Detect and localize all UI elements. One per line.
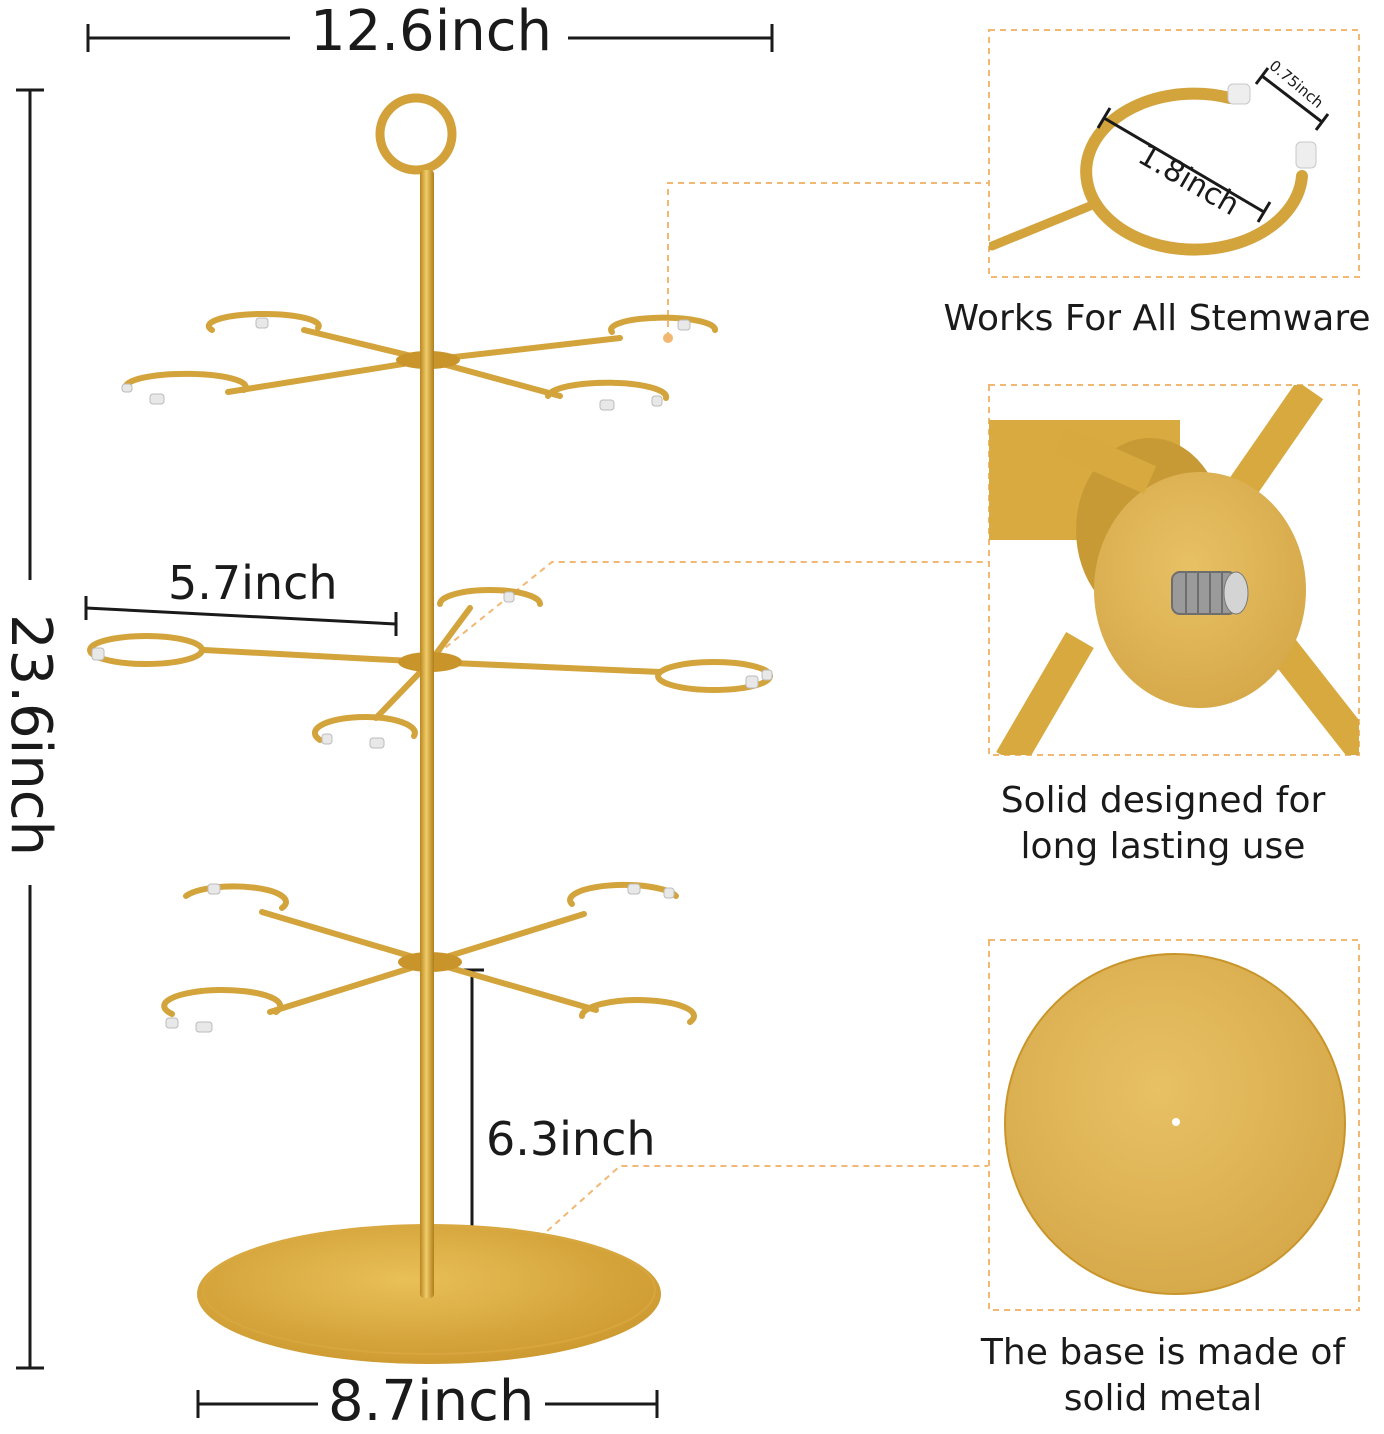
top-handle-ring	[375, 93, 457, 175]
arm-dimension-line	[84, 596, 398, 636]
caption-line: long lasting use	[1020, 826, 1306, 867]
arm-length-label: 5.7inch	[168, 556, 338, 610]
caption-line: Solid designed for	[1000, 780, 1326, 821]
tier-gap-label: 6.3inch	[486, 1112, 656, 1166]
caption-line: The base is made of	[980, 1332, 1346, 1373]
width-dimension-label: 12.6inch	[310, 0, 553, 64]
caption-line: solid metal	[1063, 1378, 1263, 1419]
height-dimension-label: 23.6inch	[0, 613, 63, 857]
feature-caption-durability: Solid designed for long lasting use	[958, 778, 1368, 870]
base-dimension-line	[196, 1390, 659, 1418]
caption-line: Works For All Stemware	[943, 298, 1371, 339]
rack-pole	[420, 170, 434, 1298]
width-dimension-line	[86, 24, 774, 52]
feature-caption-base: The base is made of solid metal	[958, 1330, 1368, 1422]
callout-dot-ring	[663, 333, 673, 343]
callout-connectors	[419, 182, 988, 1276]
detail-base-closeup	[988, 939, 1360, 1311]
detail-hub-closeup	[988, 384, 1360, 756]
feature-caption-stemware: Works For All Stemware	[930, 296, 1384, 342]
height-dimension-line	[16, 88, 44, 1370]
base-dimension-label: 8.7inch	[328, 1369, 535, 1434]
detail-ring-closeup	[988, 29, 1360, 278]
tier-3	[161, 881, 697, 1025]
stemware-rack	[87, 93, 773, 1364]
